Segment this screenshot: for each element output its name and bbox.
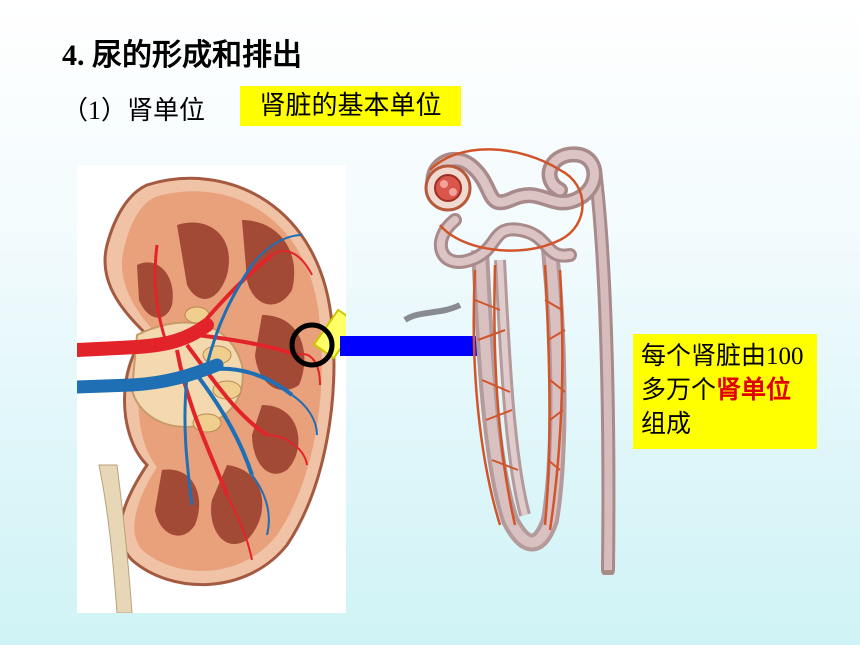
kidney-illustration-panel [77,165,346,613]
nephron-illustration [400,130,650,575]
nephron-structure-illustration [403,146,616,575]
nephron-count-note: 每个肾脏由100多万个肾单位组成 [633,334,817,449]
kidney-cross-section-illustration [77,176,346,613]
note-text-part1: 每个肾脏由100多万个 [641,343,804,404]
section-subtitle: （1）肾单位 [62,96,206,125]
note-text-part2: 组成 [641,411,692,438]
slide-title: 4. 尿的形成和排出 [62,39,302,72]
connector-bar [340,336,495,356]
definition-highlight: 肾脏的基本单位 [240,86,461,126]
note-emphasis-nephron: 肾单位 [716,377,792,404]
